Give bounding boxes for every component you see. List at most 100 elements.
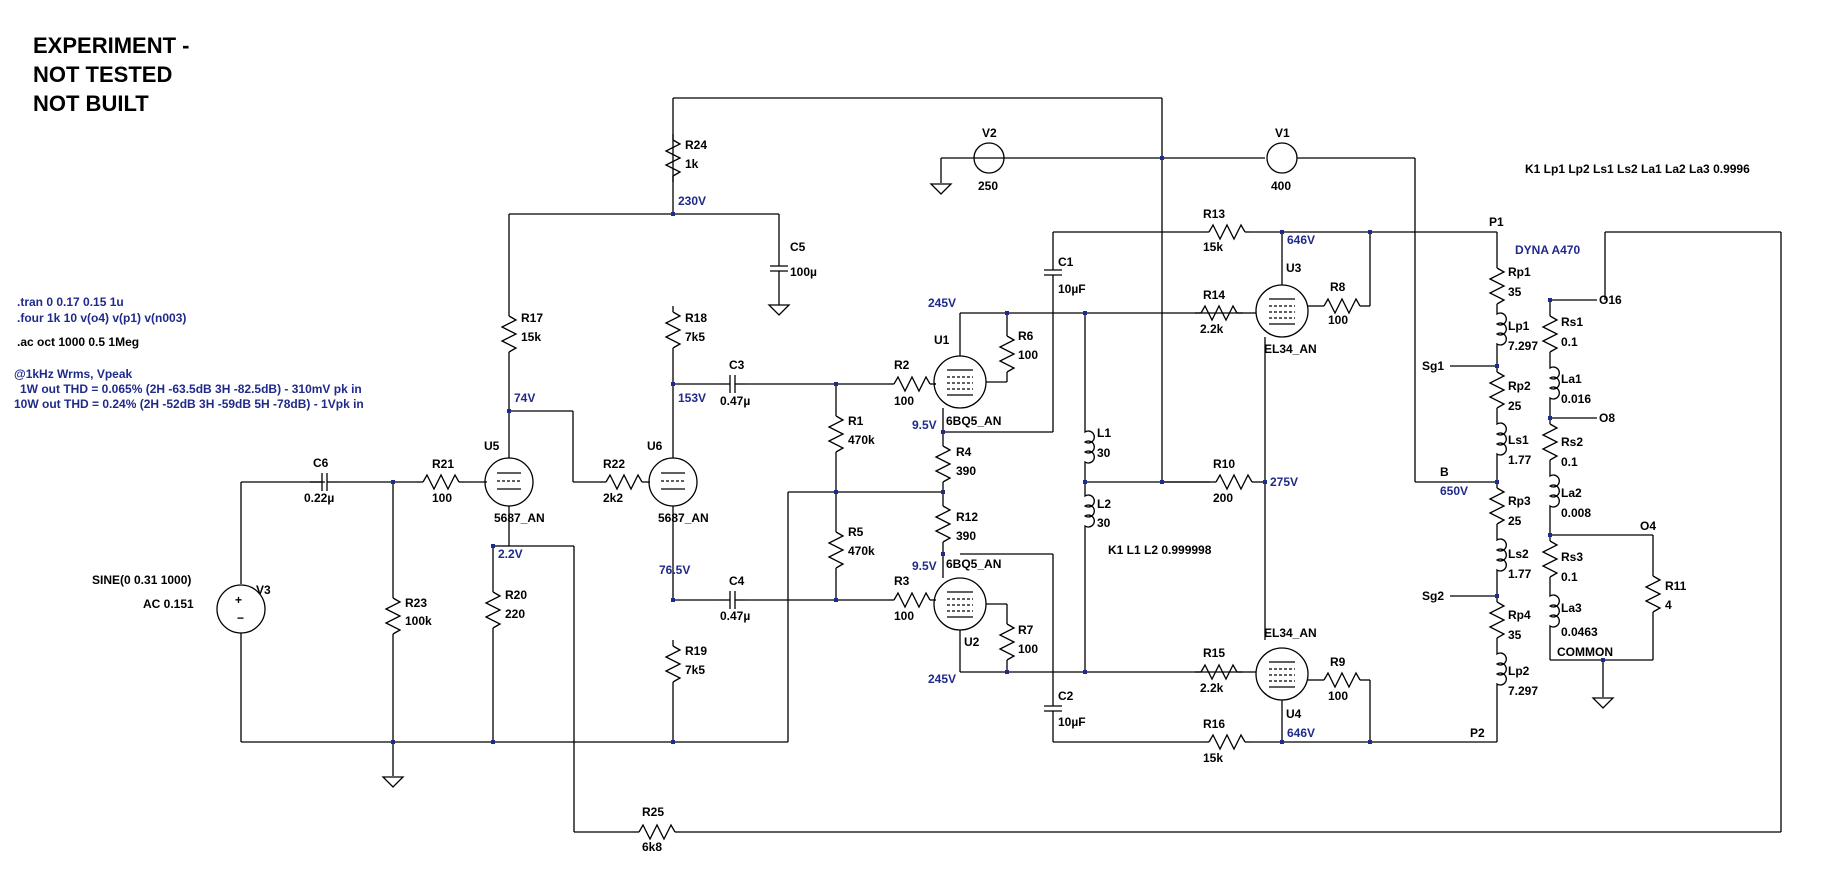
r21-label: R21 (432, 457, 454, 471)
resistor-r3 (887, 592, 937, 608)
r16-label: R16 (1203, 717, 1225, 731)
r3-label: R3 (894, 574, 910, 588)
u5-model: 5687_AN (494, 511, 545, 525)
v1-label: V1 (1275, 126, 1290, 140)
lp2-label: Lp2 (1508, 664, 1530, 678)
junction-dots (391, 156, 1605, 744)
rs2-label: Rs2 (1561, 435, 1583, 449)
r1-label: R1 (848, 414, 864, 428)
v2-label: V2 (982, 126, 997, 140)
ground-symbol-c5 (768, 304, 790, 316)
r11-value: 4 (1665, 598, 1672, 612)
r6-value: 100 (1018, 348, 1038, 362)
node-650v: 650V (1440, 484, 1468, 498)
resistor-r12 (935, 499, 951, 549)
r8-label: R8 (1330, 280, 1346, 294)
tube-u3 (1255, 284, 1309, 338)
r23-value: 100k (405, 614, 432, 628)
resistor-rs1 (1542, 309, 1558, 359)
r7-value: 100 (1018, 642, 1038, 656)
node-646v-bottom: 646V (1287, 726, 1315, 740)
transformer-sg2: Sg2 (1422, 589, 1444, 603)
r4-label: R4 (956, 445, 972, 459)
resistor-rp4 (1489, 595, 1505, 645)
r24-value: 1k (685, 157, 699, 171)
r22-value: 2k2 (603, 491, 623, 505)
tube-u6 (648, 457, 698, 507)
la2-value: 0.008 (1561, 506, 1591, 520)
r24-label: R24 (685, 138, 707, 152)
la3-value: 0.0463 (1561, 625, 1598, 639)
rp4-label: Rp4 (1508, 608, 1531, 622)
inductor-l1 (1084, 427, 1095, 467)
capacitor-c5 (769, 253, 789, 284)
v3-ac-value: AC 0.151 (143, 597, 194, 611)
r22-label: R22 (603, 457, 625, 471)
r14-value: 2.2k (1200, 322, 1224, 336)
r17-value: 15k (521, 330, 541, 344)
resistor-rs2 (1542, 417, 1558, 467)
r13-label: R13 (1203, 207, 1225, 221)
u6-model: 5687_AN (658, 511, 709, 525)
la1-value: 0.016 (1561, 392, 1591, 406)
resistor-r1 (828, 409, 844, 459)
v1-value: 400 (1271, 179, 1291, 193)
node-275v: 275V (1270, 475, 1298, 489)
r21-value: 100 (432, 491, 452, 505)
c3-label: C3 (729, 358, 745, 372)
v2-value: 250 (978, 179, 998, 193)
resistor-r5 (828, 525, 844, 575)
r6-label: R6 (1018, 329, 1034, 343)
title-line-2: NOT TESTED (33, 62, 172, 87)
r10-value: 200 (1213, 491, 1233, 505)
l1-value: 30 (1097, 446, 1111, 460)
rs1-label: Rs1 (1561, 315, 1583, 329)
c4-value: 0.47µ (720, 609, 750, 623)
r12-label: R12 (956, 510, 978, 524)
l1-label: L1 (1097, 426, 1111, 440)
ls1-value: 1.77 (1508, 453, 1532, 467)
r20-value: 220 (505, 607, 525, 621)
r25-value: 6k8 (642, 840, 662, 854)
node-245v-top: 245V (928, 296, 956, 310)
c5-value: 100µ (790, 265, 817, 279)
ac-directive: .ac oct 1000 0.5 1Meg (17, 335, 139, 349)
r19-value: 7k5 (685, 663, 705, 677)
resistor-rp3 (1489, 481, 1505, 531)
rp2-value: 25 (1508, 399, 1522, 413)
node-9v5-top: 9.5V (912, 418, 937, 432)
tube-u2 (933, 577, 987, 631)
u6-label: U6 (647, 439, 663, 453)
ground-symbol-input (382, 776, 404, 788)
r25-label: R25 (642, 805, 664, 819)
v3-sine-value: SINE(0 0.31 1000) (92, 573, 191, 587)
tube-u1 (933, 355, 987, 409)
rs3-value: 0.1 (1561, 570, 1578, 584)
c3-value: 0.47µ (720, 394, 750, 408)
la3-label: La3 (1561, 601, 1582, 615)
u4-label: U4 (1286, 707, 1302, 721)
la2-label: La2 (1561, 486, 1582, 500)
tran-directive: .tran 0 0.17 0.15 1u (17, 295, 124, 309)
u2-model: 6BQ5_AN (946, 557, 1001, 571)
svg-text:−: − (237, 611, 244, 625)
resistor-r18 (665, 305, 681, 355)
four-directive: .four 1k 10 v(o4) v(p1) v(n003) (17, 311, 186, 325)
ground-symbol-v2 (930, 183, 952, 195)
capacitor-c3 (717, 374, 748, 394)
resistor-r22 (599, 474, 649, 490)
transformer-p2: P2 (1470, 726, 1485, 740)
r11-label: R11 (1665, 579, 1687, 593)
resistor-r7 (999, 617, 1015, 667)
rp2-label: Rp2 (1508, 379, 1531, 393)
inductor-la1 (1549, 363, 1560, 403)
rp3-value: 25 (1508, 514, 1522, 528)
resistor-r25 (632, 824, 682, 840)
u2-label: U2 (964, 635, 980, 649)
c2-value: 10µF (1058, 715, 1086, 729)
choke-coupling-directive: K1 L1 L2 0.999998 (1108, 543, 1212, 557)
ls2-value: 1.77 (1508, 567, 1532, 581)
inductor-lp2 (1496, 649, 1507, 689)
r14-label: R14 (1203, 288, 1225, 302)
